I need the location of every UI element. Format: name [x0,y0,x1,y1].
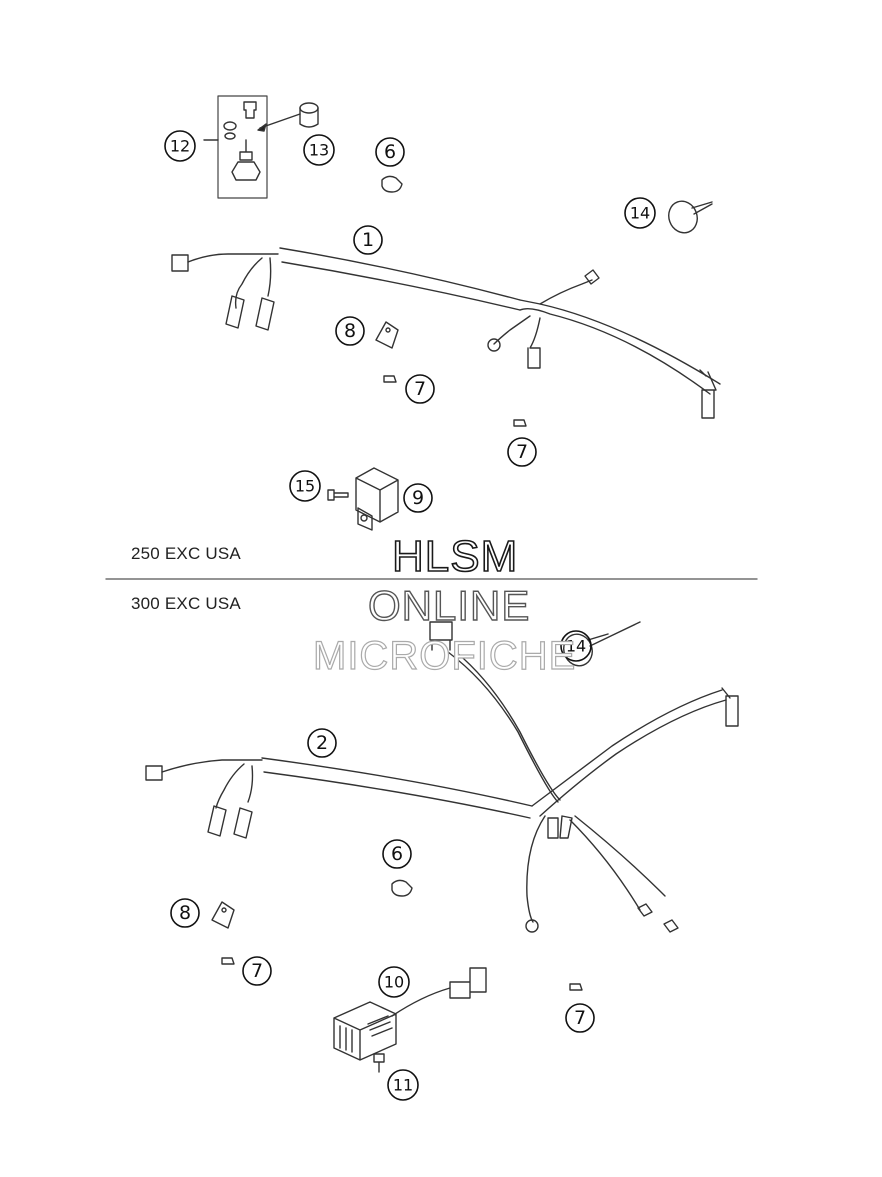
callout-numbers: 1 2 6 6 7 7 7 7 8 8 9 10 11 12 13 14 14 … [170,137,650,1095]
part-6-bottom [391,879,413,897]
callout-8-top: 8 [344,320,356,342]
part-13-grommet [299,102,319,128]
callout-8-bottom: 8 [179,902,191,924]
part-9-regulator-box [355,467,399,531]
watermark-line-2: ONLINE [367,581,531,629]
part-7-top-nut-b [513,419,527,427]
part-14-top-cable-tie [668,200,713,234]
callout-12: 12 [170,137,190,156]
part-6-top [381,175,403,193]
callout-1: 1 [362,229,374,251]
callout-7-bottom-a: 7 [251,960,263,982]
part-7-bottom-nut-b [569,983,583,991]
part-11-screw [373,1053,385,1073]
part-7-bottom-nut-a [221,957,235,965]
harness-1 [171,247,721,419]
callout-13: 13 [309,141,329,160]
part-7-top-nut-a [383,375,397,383]
part-15-screw [327,489,349,501]
callout-7-top-b: 7 [516,441,528,463]
model-label-300: 300 EXC USA [131,594,241,613]
model-label-250: 250 EXC USA [131,544,241,563]
callout-14-top: 14 [630,204,650,223]
kill-switch-inset [203,95,301,199]
callout-6-top: 6 [384,141,396,163]
callout-6-bottom: 6 [391,843,403,865]
callout-9: 9 [412,487,424,509]
part-8-bottom-bracket [211,901,235,929]
callout-7-bottom-b: 7 [574,1007,586,1029]
part-10-regulator [333,967,487,1061]
callout-2: 2 [316,732,328,754]
callout-11: 11 [393,1076,413,1095]
watermark-line-3: MICROFICHE [312,633,577,678]
part-8-top-bracket [375,321,399,349]
callout-15: 15 [295,477,315,496]
callout-7-top-a: 7 [414,378,426,400]
callout-14-bottom: 14 [566,637,586,656]
callout-10: 10 [384,973,404,992]
harness-2 [145,621,739,933]
callout-circles [164,130,656,1101]
watermark-line-1: HLSM [391,531,519,582]
